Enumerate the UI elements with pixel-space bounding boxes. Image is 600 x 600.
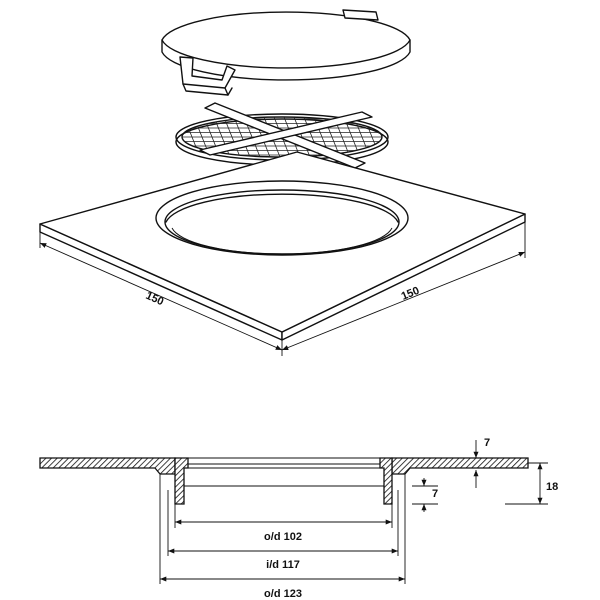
- cover-lid: [161, 9, 411, 96]
- lip-thickness-label: 7: [484, 437, 490, 449]
- section-dimension-lines: [159, 440, 548, 584]
- outer-diameter-inner-label: o/d 102: [264, 531, 302, 543]
- seat-depth-label: 7: [432, 488, 438, 500]
- outer-diameter-label: o/d 123: [264, 588, 302, 600]
- inner-diameter-label: i/d 117: [266, 559, 300, 571]
- plate-dimension-lines: [39, 222, 526, 356]
- plate-depth-label: 150: [400, 285, 422, 303]
- square-plate: [39, 151, 526, 341]
- plate-width-label: 150: [144, 290, 166, 308]
- grate: [175, 102, 389, 169]
- cross-section: [39, 457, 529, 505]
- total-height-label: 18: [546, 481, 558, 493]
